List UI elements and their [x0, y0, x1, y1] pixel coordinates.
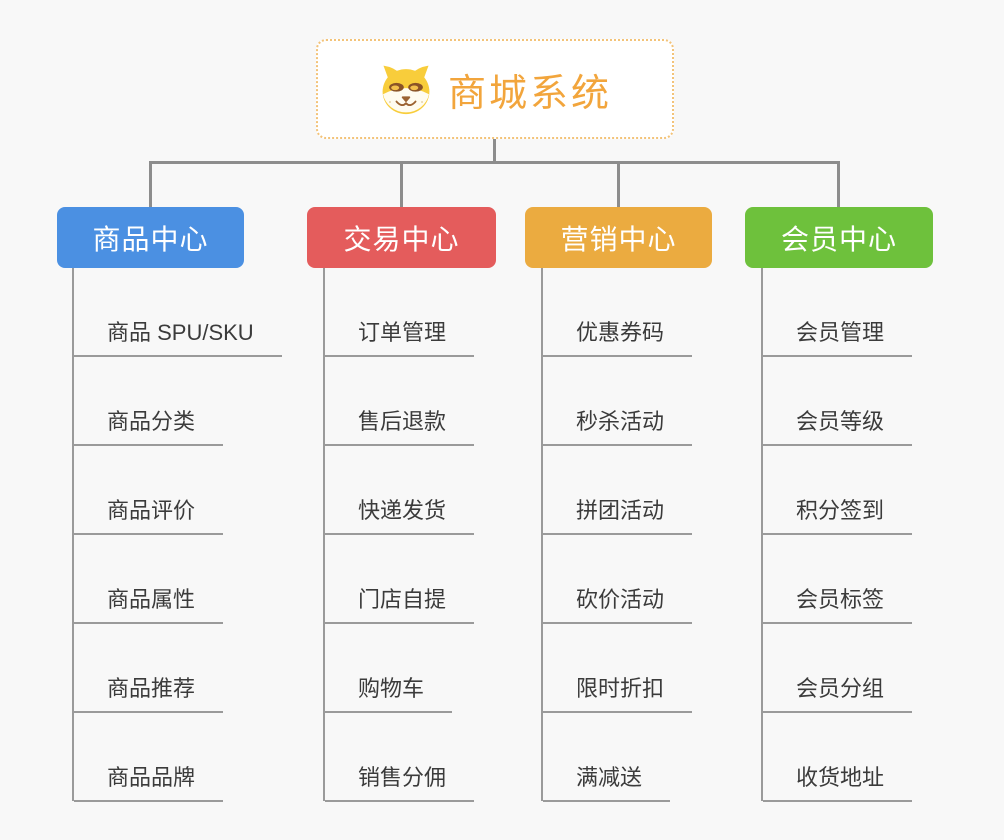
topic-column-product-center: 商品 SPU/SKU 商品分类 商品评价 商品属性 商品推荐 商品品牌: [72, 268, 282, 802]
topic-item-express-shipping[interactable]: 快递发货: [325, 497, 475, 535]
topic-item-member-level[interactable]: 会员等级: [763, 408, 913, 446]
topic-item-after-sales-refund[interactable]: 售后退款: [325, 408, 475, 446]
root-stem-connector: [493, 139, 496, 163]
topic-item-shipping-address[interactable]: 收货地址: [763, 764, 913, 802]
topic-item-full-reduction-promo[interactable]: 满减送: [543, 764, 671, 802]
topic-column-member-center: 会员管理 会员等级 积分签到 会员标签 会员分组 收货地址: [761, 268, 913, 802]
topic-item-product-spu-sku[interactable]: 商品 SPU/SKU: [74, 319, 282, 357]
shiba-dog-icon: [378, 63, 434, 115]
branch-rail-connector: [149, 161, 840, 164]
topic-item-product-attributes[interactable]: 商品属性: [74, 586, 224, 624]
topic-item-flash-sale[interactable]: 秒杀活动: [543, 408, 693, 446]
branch-drop-connector: [617, 161, 620, 207]
root-title: 商城系统: [447, 72, 612, 115]
topic-item-bargain-activity[interactable]: 砍价活动: [543, 586, 693, 624]
topic-item-order-management[interactable]: 订单管理: [325, 319, 475, 357]
topic-item-points-check-in[interactable]: 积分签到: [763, 497, 913, 535]
branch-node-product-center[interactable]: 商品中心: [57, 207, 244, 268]
branch-node-trade-center[interactable]: 交易中心: [307, 207, 496, 268]
topic-column-marketing-center: 优惠券码 秒杀活动 拼团活动 砍价活动 限时折扣 满减送: [541, 268, 693, 802]
topic-column-trade-center: 订单管理 售后退款 快递发货 门店自提 购物车 销售分佣: [323, 268, 475, 802]
branch-drop-connector: [400, 161, 403, 207]
branch-node-member-center[interactable]: 会员中心: [745, 207, 933, 268]
branch-node-marketing-center[interactable]: 营销中心: [525, 207, 712, 268]
topic-item-product-category[interactable]: 商品分类: [74, 408, 224, 446]
topic-item-product-review[interactable]: 商品评价: [74, 497, 224, 535]
topic-item-coupon-codes[interactable]: 优惠券码: [543, 319, 693, 357]
topic-item-sales-commission[interactable]: 销售分佣: [325, 764, 475, 802]
topic-item-member-tags[interactable]: 会员标签: [763, 586, 913, 624]
root-node[interactable]: 商城系统: [316, 39, 674, 139]
topic-item-shopping-cart[interactable]: 购物车: [325, 675, 453, 713]
topic-item-group-buying[interactable]: 拼团活动: [543, 497, 693, 535]
branch-drop-connector: [149, 161, 152, 207]
topic-item-product-recommendation[interactable]: 商品推荐: [74, 675, 224, 713]
topic-item-product-brand[interactable]: 商品品牌: [74, 764, 224, 802]
topic-item-member-groups[interactable]: 会员分组: [763, 675, 913, 713]
topic-item-limited-time-discount[interactable]: 限时折扣: [543, 675, 693, 713]
topic-item-store-pickup[interactable]: 门店自提: [325, 586, 475, 624]
topic-item-member-management[interactable]: 会员管理: [763, 319, 913, 357]
branch-drop-connector: [837, 161, 840, 207]
